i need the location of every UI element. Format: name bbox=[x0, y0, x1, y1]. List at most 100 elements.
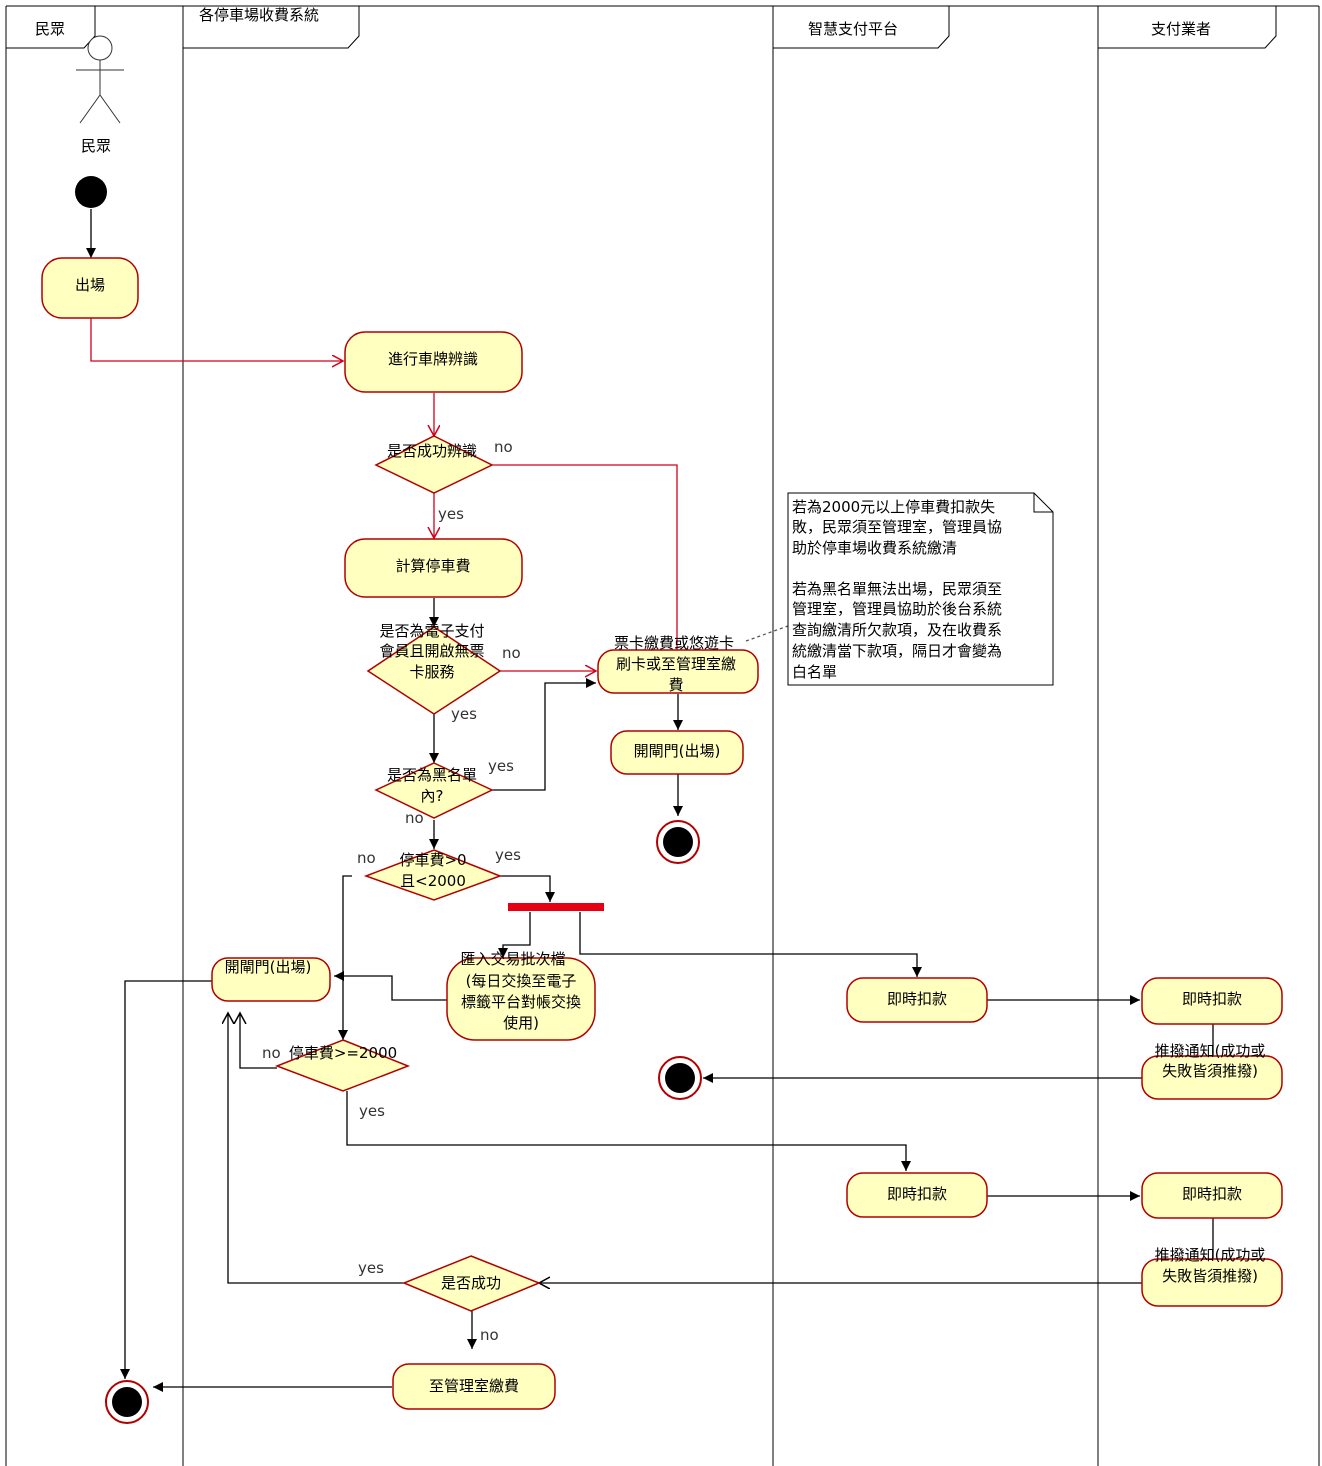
edge-label: yes bbox=[451, 705, 477, 723]
lane-tab bbox=[1098, 6, 1277, 49]
svg-text:費: 費 bbox=[668, 676, 683, 694]
svg-text:停車費>0: 停車費>0 bbox=[399, 851, 466, 869]
activity-exit: 出場 bbox=[41, 257, 139, 319]
edge-fee-large-yes bbox=[346, 1091, 911, 1171]
svg-text:且<2000: 且<2000 bbox=[400, 872, 466, 890]
edge-label: no bbox=[262, 1044, 281, 1062]
actor-label: 民眾 bbox=[81, 137, 111, 155]
lane-tab bbox=[183, 6, 360, 49]
actor-leg bbox=[99, 94, 121, 124]
activity-platform-deduct: 即時扣款 bbox=[846, 1172, 988, 1218]
lane-label-smart-payment-platform: 智慧支付平台 bbox=[808, 20, 898, 38]
note-line: 若為黑名單無法出場，民眾須至 bbox=[792, 580, 1002, 598]
edge-label: yes bbox=[495, 846, 521, 864]
svg-text:是否為電子支付: 是否為電子支付 bbox=[379, 622, 484, 640]
edge-fee-range-yes bbox=[500, 875, 555, 902]
note-line: 若為2000元以上停車費扣款失 bbox=[792, 498, 995, 516]
svg-text:是否為黑名單: 是否為黑名單 bbox=[387, 766, 477, 784]
note-line: 助於停車場收費系統繳清 bbox=[792, 539, 957, 557]
activity-open-gate: 開閘門(出場) bbox=[610, 730, 744, 775]
edge-blacklist-yes bbox=[492, 678, 596, 791]
svg-text:卡服務: 卡服務 bbox=[409, 663, 454, 681]
edge-label: no bbox=[502, 644, 521, 662]
note-line: 白名單 bbox=[792, 663, 837, 681]
actor-figure: 民眾 bbox=[76, 35, 124, 155]
decision-recognized: 是否成功辨識 bbox=[374, 435, 494, 494]
edge-label: yes bbox=[358, 1259, 384, 1277]
edge-label: no bbox=[357, 849, 376, 867]
control-nodes bbox=[75, 176, 702, 1424]
svg-text:推撥通知(成功或: 推撥通知(成功或 bbox=[1155, 1042, 1266, 1060]
edge-recognized-no bbox=[492, 464, 678, 650]
lane-label-citizen: 民眾 bbox=[35, 20, 65, 38]
edge-label: no bbox=[480, 1326, 499, 1344]
edge-fork-to-platform bbox=[579, 912, 922, 977]
decisions: 是否成功辨識 是否為電子支付 會員且開啟無票 卡服務 是否為黑名單 內? 停車費… bbox=[274, 435, 542, 1312]
actor-head bbox=[87, 35, 113, 61]
svg-text:推撥通知(成功或: 推撥通知(成功或 bbox=[1155, 1246, 1266, 1264]
decision-success: 是否成功 bbox=[402, 1255, 542, 1312]
note-box bbox=[787, 492, 1054, 686]
edge-import-to-gate bbox=[334, 971, 450, 1001]
lane-label-payment-providers: 支付業者 bbox=[1151, 20, 1211, 38]
edge-label: no bbox=[494, 438, 513, 456]
activity-pay-at-office: 至管理室繳費 bbox=[392, 1363, 556, 1410]
fork-bar bbox=[508, 903, 604, 911]
note-fold bbox=[1033, 493, 1053, 513]
svg-text:停車費>=2000: 停車費>=2000 bbox=[289, 1044, 397, 1062]
final-node bbox=[658, 1056, 702, 1100]
edge-gate-to-final-left bbox=[120, 980, 212, 1379]
svg-text:刷卡或至管理室繳: 刷卡或至管理室繳 bbox=[616, 655, 736, 673]
note-line: 查詢繳清所欠款項，及在收費系 bbox=[792, 621, 1002, 639]
svg-text:(每日交換至電子: (每日交換至電子 bbox=[466, 972, 577, 990]
edge-label: no bbox=[405, 809, 424, 827]
decision-blacklist: 是否為黑名單 內? bbox=[374, 762, 494, 819]
svg-text:出場: 出場 bbox=[75, 276, 105, 294]
note-line: 管理室，管理員協助於後台系統 bbox=[792, 600, 1002, 618]
svg-text:即時扣款: 即時扣款 bbox=[887, 990, 947, 1008]
activity-provider-deduct: 即時扣款 bbox=[1141, 1172, 1283, 1219]
activity-plate-recognition: 進行車牌辨識 bbox=[344, 331, 523, 393]
edge-label: yes bbox=[438, 505, 464, 523]
initial-node bbox=[75, 176, 107, 208]
svg-text:即時扣款: 即時扣款 bbox=[1182, 990, 1242, 1008]
svg-text:票卡繳費或悠遊卡: 票卡繳費或悠遊卡 bbox=[614, 634, 734, 652]
note: 若為2000元以上停車費扣款失 敗，民眾須至管理室，管理員協 助於停車場收費系統… bbox=[787, 492, 1054, 686]
svg-text:至管理室繳費: 至管理室繳費 bbox=[429, 1377, 519, 1395]
note-anchor-line bbox=[745, 625, 789, 642]
activity-calc-fee: 計算停車費 bbox=[344, 538, 523, 598]
svg-text:即時扣款: 即時扣款 bbox=[887, 1185, 947, 1203]
edge-exit-to-recognition bbox=[90, 318, 343, 361]
svg-text:失敗皆須推撥): 失敗皆須推撥) bbox=[1162, 1267, 1258, 1285]
activity-provider-deduct: 即時扣款 bbox=[1141, 977, 1283, 1025]
svg-text:會員且開啟無票: 會員且開啟無票 bbox=[379, 642, 484, 660]
note-line: 統繳清當下款項，隔日才會變為 bbox=[792, 642, 1002, 660]
actor-leg bbox=[79, 94, 101, 124]
edge-success-yes bbox=[228, 1013, 404, 1284]
svg-text:是否成功辨識: 是否成功辨識 bbox=[387, 442, 477, 460]
edge-label: yes bbox=[359, 1102, 385, 1120]
final-node bbox=[105, 1380, 149, 1424]
svg-text:開閘門(出場): 開閘門(出場) bbox=[225, 958, 312, 976]
edge-label: yes bbox=[488, 757, 514, 775]
decision-fee-range: 停車費>0 且<2000 bbox=[363, 849, 503, 901]
svg-text:標籤平台對帳交換: 標籤平台對帳交換 bbox=[461, 993, 581, 1011]
svg-text:失敗皆須推撥): 失敗皆須推撥) bbox=[1162, 1062, 1258, 1080]
svg-text:匯入交易批次檔: 匯入交易批次檔 bbox=[460, 950, 565, 968]
lane-tab bbox=[773, 6, 950, 49]
svg-text:使用): 使用) bbox=[503, 1014, 539, 1032]
activity-push-notice: 推撥通知(成功或 失敗皆須推撥) bbox=[1141, 1246, 1283, 1307]
note-line: 敗，民眾須至管理室，管理員協 bbox=[792, 518, 1002, 536]
decision-fee-large: 停車費>=2000 bbox=[274, 1039, 411, 1092]
svg-text:開閘門(出場): 開閘門(出場) bbox=[634, 742, 721, 760]
activities: 出場 進行車牌辨識 計算停車費 票卡繳費或悠遊卡 刷卡或至管理室繳 費 開閘門(… bbox=[41, 257, 1283, 1410]
swimlanes: 民眾 各停車場收費系統 智慧支付平台 支付業者 bbox=[5, 5, 1320, 1466]
decision-member: 是否為電子支付 會員且開啟無票 卡服務 bbox=[366, 622, 502, 715]
edge-fee-large-no bbox=[240, 1013, 277, 1069]
activity-push-notice: 推撥通知(成功或 失敗皆須推撥) bbox=[1141, 1042, 1283, 1100]
activity-platform-deduct: 即時扣款 bbox=[846, 977, 988, 1023]
edge-fork-to-import bbox=[498, 912, 531, 958]
edges bbox=[86, 209, 1214, 1392]
edge-labels: no yes no yes yes no no yes no yes yes n… bbox=[262, 438, 521, 1344]
lane-label-parking-system: 各停車場收費系統 bbox=[199, 6, 319, 24]
